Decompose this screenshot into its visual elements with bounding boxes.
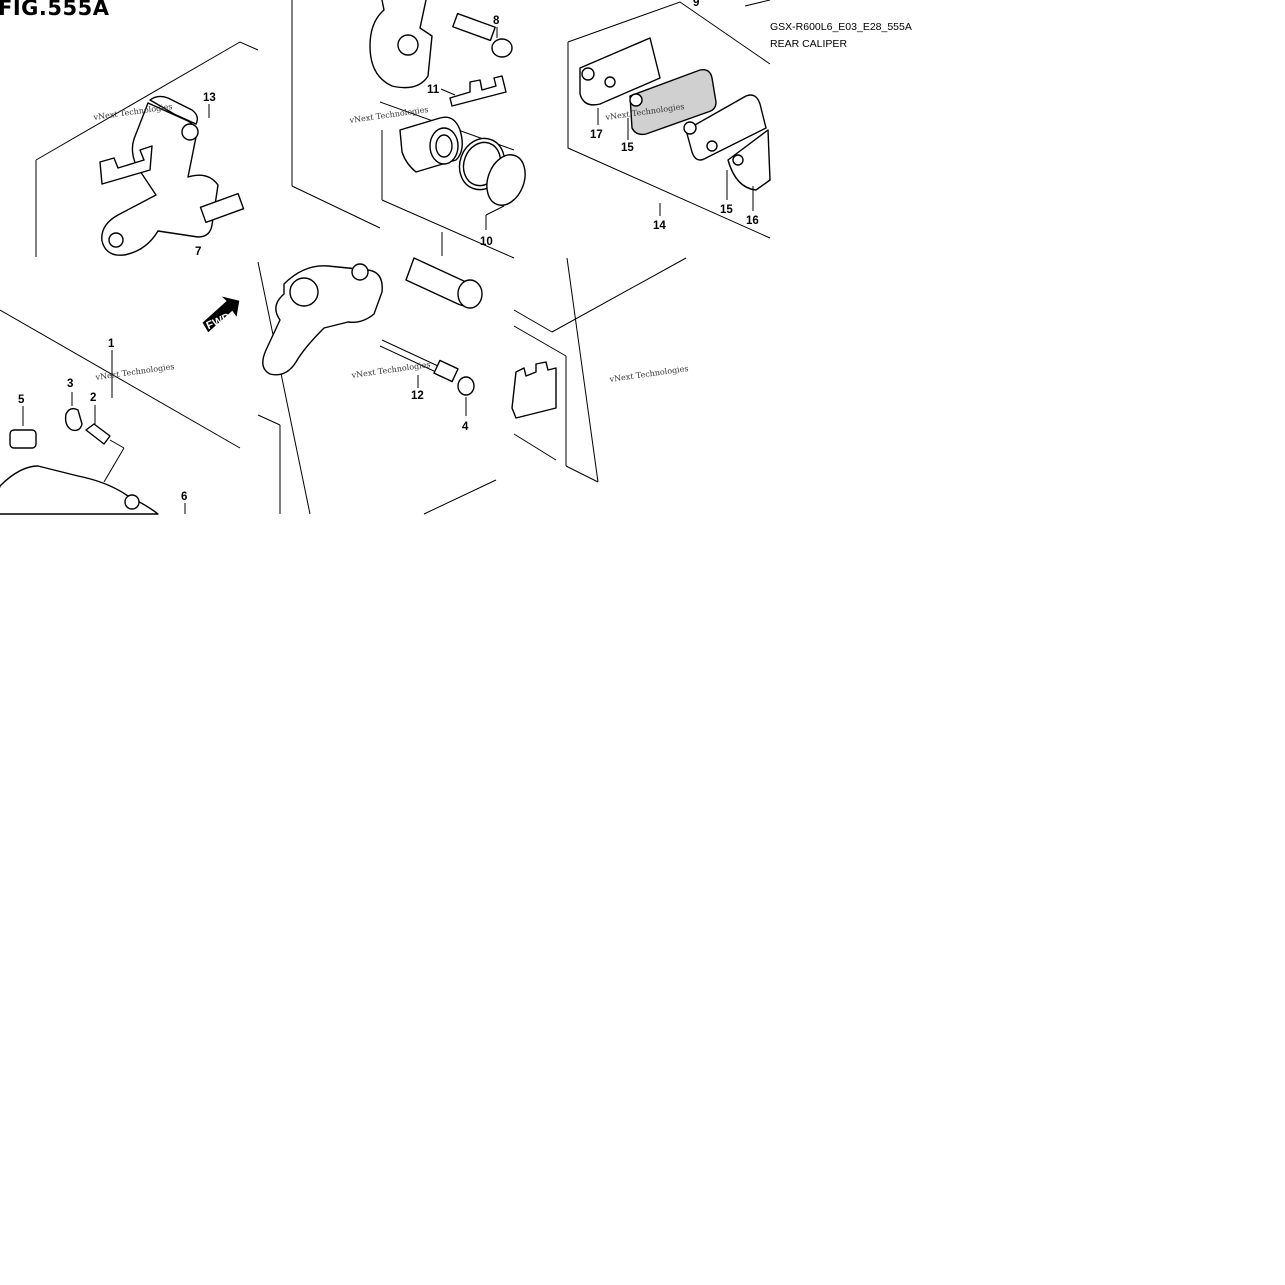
callout-3: 3 (67, 378, 73, 390)
callout-6: 6 (181, 491, 187, 503)
callout-5: 5 (18, 394, 25, 406)
callout-7: 7 (195, 246, 201, 258)
callout-8: 8 (493, 15, 500, 27)
callout-2: 2 (90, 392, 96, 404)
callout-15a: 15 (621, 142, 634, 154)
watermark-6: vNext Technologies (608, 364, 689, 384)
tile-middle-center: 12 4 vNext Technologies (257, 232, 497, 515)
callout-16: 16 (746, 215, 759, 227)
diagram-name: REAR CALIPER (770, 38, 848, 50)
watermark-5: vNext Technologies (350, 360, 431, 380)
fwd-arrow: FWD (202, 296, 240, 332)
watermark-2: vNext Technologies (348, 105, 429, 125)
tile-top-left: 13 7 vNext Technologies (35, 41, 259, 258)
tile-top-middle: 8 11 10 vNext Technologies 9 (291, 0, 699, 259)
fig-title: FIG.555A (0, 0, 110, 20)
callout-15b: 15 (720, 204, 733, 216)
tile-top-right: 17 15 15 16 14 vNext Technologies (567, 0, 771, 239)
svg-text:FWD: FWD (205, 311, 233, 332)
callout-9: 9 (693, 0, 699, 9)
callout-4: 4 (462, 421, 469, 433)
tile-middle-left: FWD 3 2 5 1 6 vNext Technologies (0, 296, 241, 515)
callout-10: 10 (480, 236, 493, 248)
callout-14: 14 (653, 220, 666, 232)
callout-11: 11 (427, 84, 440, 96)
tile-middle-right: vNext Technologies (511, 257, 689, 483)
diagram-code: GSX-R600L6_E03_E28_555A (770, 21, 912, 33)
callout-13: 13 (203, 92, 216, 104)
watermark-4: vNext Technologies (94, 362, 175, 382)
callout-17: 17 (590, 129, 603, 141)
callout-1: 1 (108, 338, 115, 350)
callout-12: 12 (411, 390, 424, 402)
